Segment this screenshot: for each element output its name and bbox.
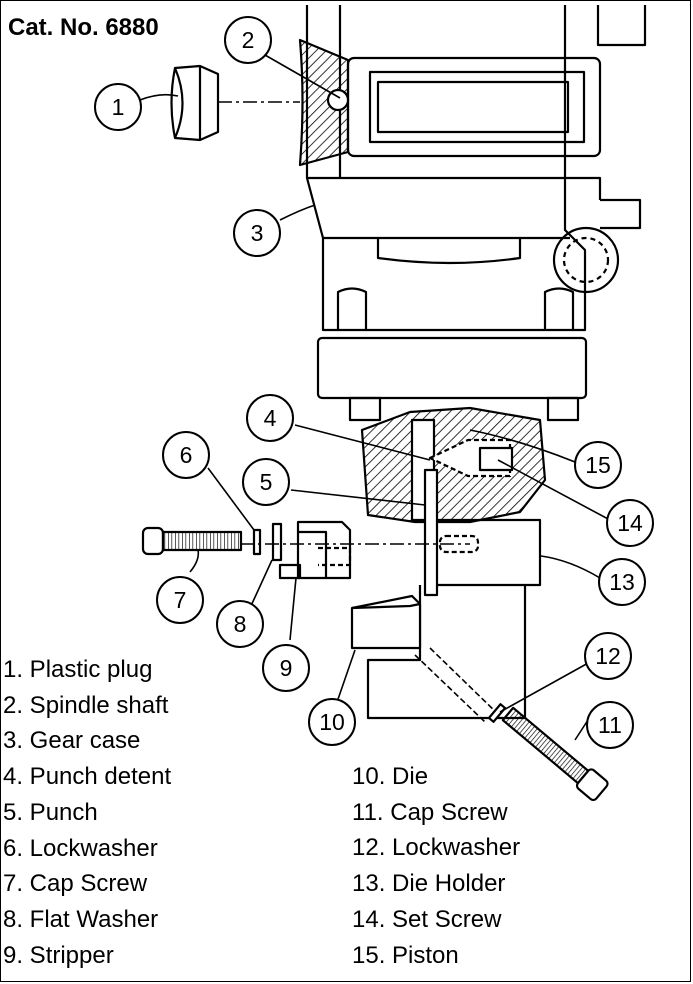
callout-11-label: 11 xyxy=(598,712,622,738)
callout-3 xyxy=(233,209,281,257)
legend-item: 12. Lockwasher xyxy=(352,834,521,862)
cap-screw-left xyxy=(141,526,243,556)
callout-1 xyxy=(94,83,142,131)
callout-2 xyxy=(224,16,272,64)
legend-item: 7. Cap Screw xyxy=(3,870,148,898)
legend-item: 15. Piston xyxy=(352,941,459,969)
callout-5-label: 5 xyxy=(260,469,273,495)
callout-7-label: 7 xyxy=(174,587,187,613)
callout-15-label: 15 xyxy=(585,452,611,478)
parts-legend-left: 1. Plastic plug 2. Spindle shaft 3. Gear… xyxy=(3,652,171,973)
lockwasher-right xyxy=(487,703,507,723)
flat-washer xyxy=(271,522,283,562)
callout-6-label: 6 xyxy=(180,442,193,468)
legend-item: 9. Stripper xyxy=(3,941,114,969)
callout-11 xyxy=(586,701,634,749)
legend-item: 10. Die xyxy=(352,763,429,790)
legend-item: 11. Cap Screw xyxy=(352,798,508,826)
callout-3-label: 3 xyxy=(251,220,264,246)
callout-12 xyxy=(584,632,632,680)
legend-item: 4. Punch detent xyxy=(3,763,172,791)
callout-4-label: 4 xyxy=(264,405,277,431)
parts-legend-right: 10. Die 11. Cap Screw 12. Lockwasher 13.… xyxy=(352,759,520,973)
die xyxy=(350,594,422,650)
legend-item: 8. Flat Washer xyxy=(3,905,159,933)
plastic-plug xyxy=(170,64,300,142)
gear-case xyxy=(305,5,647,422)
legend-item: 2. Spindle shaft xyxy=(3,691,169,719)
die-holder xyxy=(366,518,542,720)
lockwasher-left xyxy=(252,528,262,556)
legend-item: 6. Lockwasher xyxy=(3,834,158,862)
callout-6 xyxy=(162,431,210,479)
leader-lines xyxy=(139,54,611,741)
callout-8-label: 8 xyxy=(234,611,247,637)
catalog-number-title: Cat. No. 6880 xyxy=(8,14,159,41)
legend-item: 13. Die Holder xyxy=(352,870,506,898)
legend-item: 1. Plastic plug xyxy=(3,656,153,683)
cap-screw-right xyxy=(501,706,609,802)
callout-5 xyxy=(242,458,290,506)
spindle-shaft-section xyxy=(298,38,350,167)
callout-1-label: 1 xyxy=(112,94,125,120)
legend-item: 5. Punch xyxy=(3,798,98,826)
callouts xyxy=(94,16,654,749)
callout-7 xyxy=(156,576,204,624)
callout-14 xyxy=(606,499,654,547)
legend-item: 14. Set Screw xyxy=(352,905,502,933)
callout-14-label: 14 xyxy=(617,510,643,536)
callout-12-label: 12 xyxy=(595,643,621,669)
callout-4 xyxy=(246,394,294,442)
punch xyxy=(423,468,439,597)
callout-13 xyxy=(598,558,646,606)
callout-9-label: 9 xyxy=(280,655,293,681)
punch-holder-section xyxy=(360,406,547,524)
callout-15 xyxy=(574,441,622,489)
callout-10-label: 10 xyxy=(319,709,345,735)
callout-8 xyxy=(216,600,264,648)
callout-13-label: 13 xyxy=(609,569,635,595)
callout-10 xyxy=(308,698,356,746)
callout-2-label: 2 xyxy=(242,27,255,53)
stripper xyxy=(278,520,352,580)
legend-item: 3. Gear case xyxy=(3,727,141,755)
callout-9 xyxy=(262,644,310,692)
